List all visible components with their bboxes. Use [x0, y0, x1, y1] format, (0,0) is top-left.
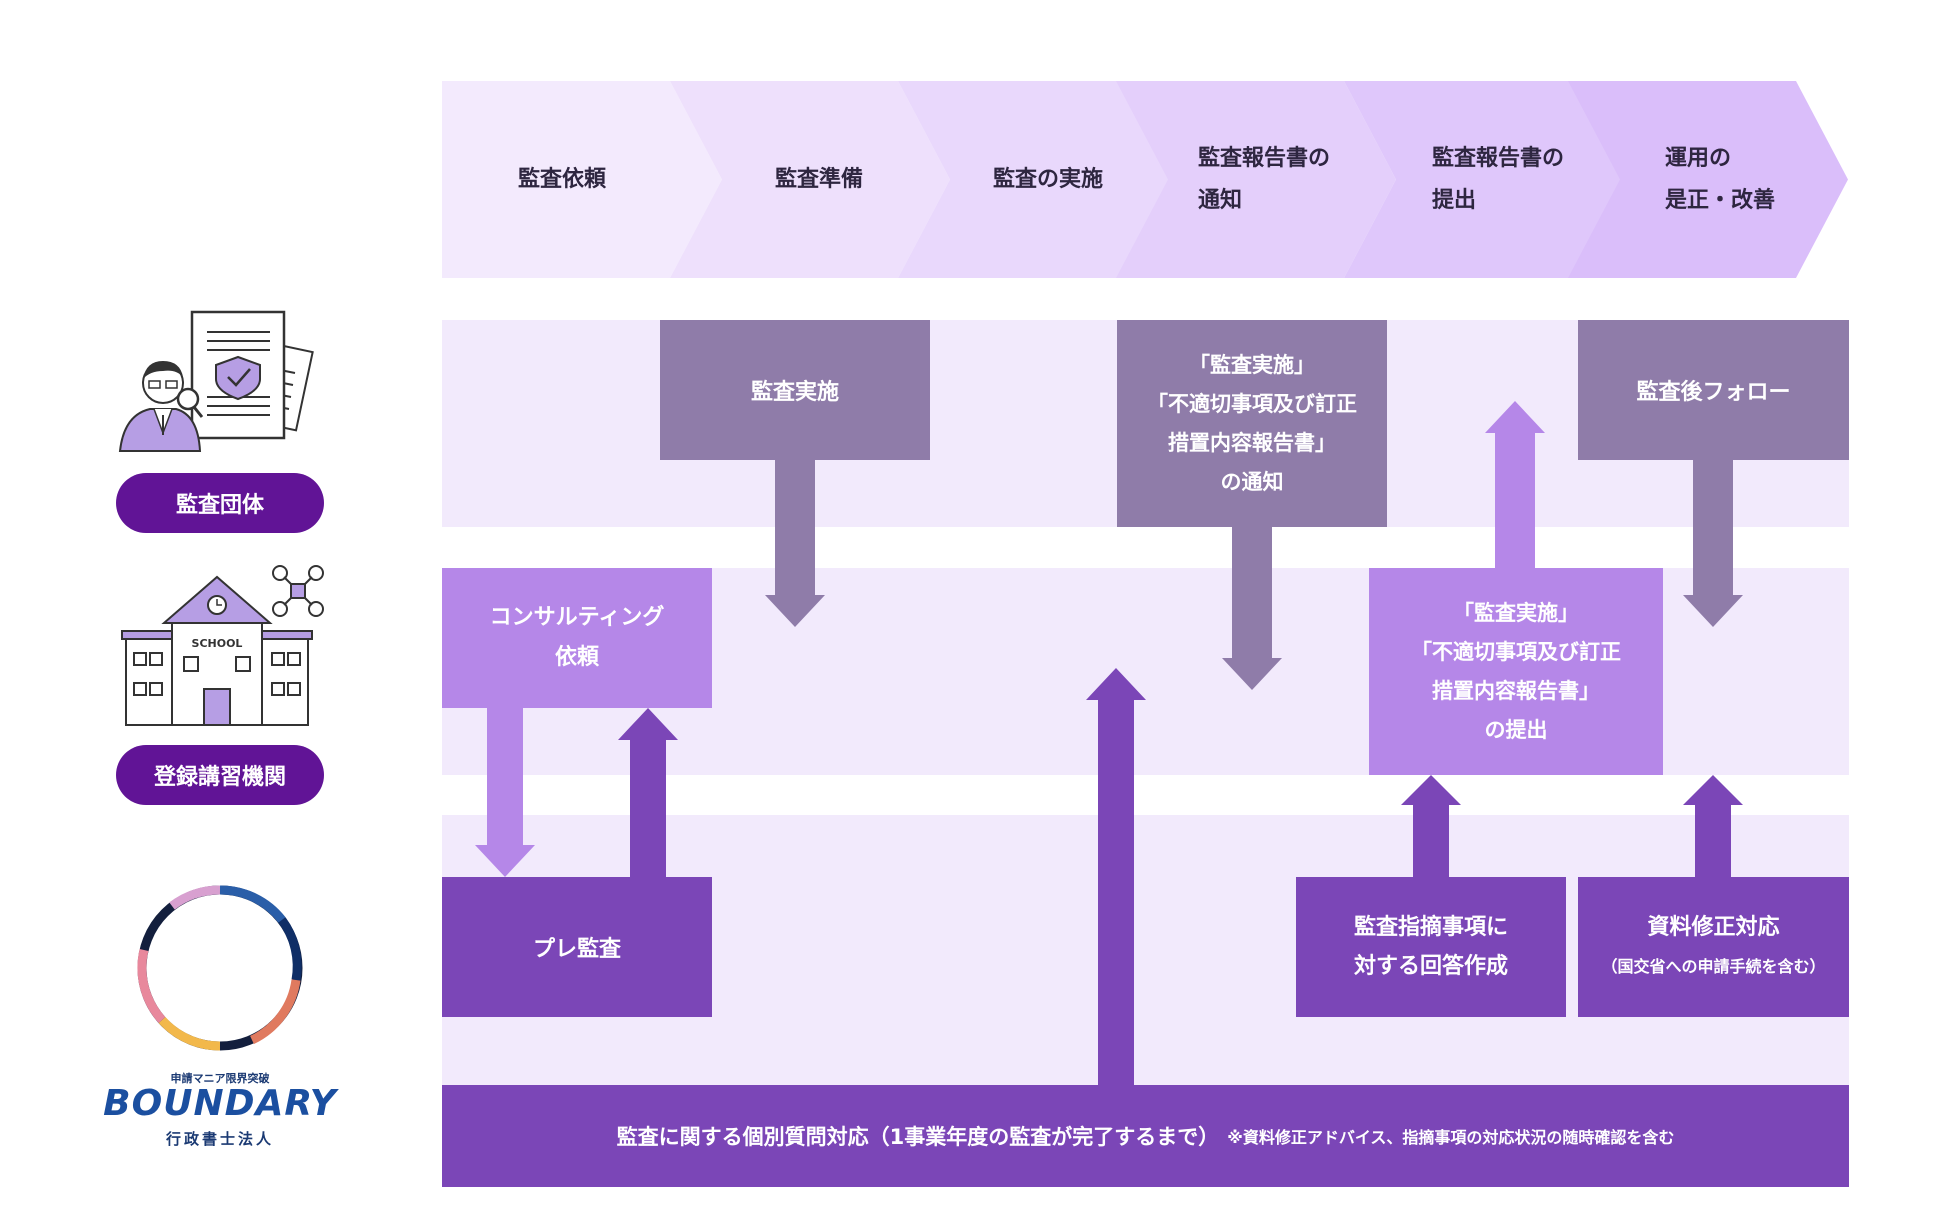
arrow-up-revision [1683, 775, 1743, 877]
step-chevron-1 [442, 81, 722, 278]
logo-name: BOUNDARY [103, 1083, 337, 1124]
arrow-up-individual-questions [1086, 668, 1146, 1085]
follow-up-box: 監査後フォロー [1578, 320, 1849, 460]
step-label-6: 運用の是正・改善 [1665, 145, 1776, 213]
arrow-up-submit [1485, 401, 1545, 568]
step-label-4: 監査報告書の通知 [1198, 145, 1331, 213]
logo-subtitle: 行政書士法人 [165, 1130, 274, 1148]
school-sign: SCHOOL [192, 637, 243, 650]
arrow-down-follow-up [1683, 460, 1743, 627]
pre-audit-box: プレ監査 [442, 877, 712, 1017]
consulting-request-box: コンサルティング依頼 [442, 568, 712, 708]
notify-box: 「監査実施」「不適切事項及び訂正措置内容報告書」の通知 [1117, 320, 1387, 527]
step-label-3: 監査の実施 [993, 166, 1104, 192]
step-label-2: 監査準備 [775, 166, 864, 192]
audit-exec-box: 監査実施 [660, 320, 930, 460]
school-building-icon: SCHOOL [121, 565, 324, 726]
drone-icon [272, 565, 324, 617]
arrow-down-audit-exec [765, 460, 825, 627]
auditor-illustration-icon [118, 310, 314, 452]
arrow-down-consulting [475, 708, 535, 877]
arrow-down-notify [1222, 527, 1282, 690]
individual-questions-bar: 監査に関する個別質問対応（1事業年度の監査が完了するまで）※資料修正アドバイス、… [442, 1085, 1849, 1187]
arrow-up-answer [1401, 775, 1461, 877]
step-label-1: 監査依頼 [518, 166, 607, 192]
audit-group-pill: 監査団体 [116, 473, 324, 533]
document-revision-box: 資料修正対応（国交省への申請手続を含む） [1578, 877, 1849, 1017]
training-org-pill: 登録講習機関 [116, 745, 324, 805]
boundary-logo-ring [137, 885, 303, 1051]
answer-creation-box: 監査指摘事項に対する回答作成 [1296, 877, 1566, 1017]
step-label-5: 監査報告書の提出 [1432, 145, 1565, 213]
logo-tagline: 申請マニア限界突破 [170, 1072, 270, 1085]
report-submit-box: 「監査実施」「不適切事項及び訂正措置内容報告書」の提出 [1369, 568, 1663, 775]
arrow-up-pre-audit [618, 708, 678, 877]
